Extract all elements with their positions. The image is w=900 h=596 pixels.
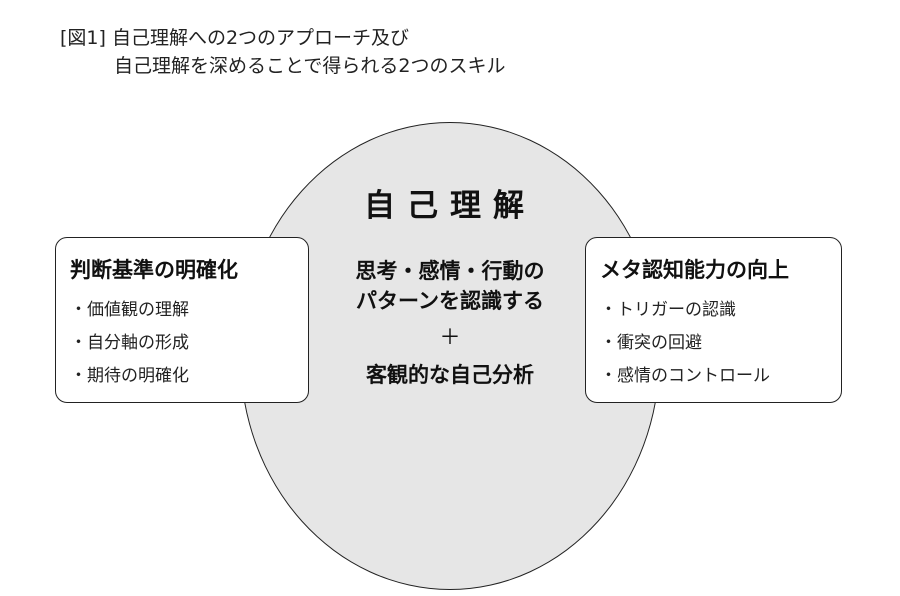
circle-line2: パターンを認識する <box>356 289 544 313</box>
figure-title-line2: 自己理解を深めることで得られる2つのスキル <box>114 55 506 77</box>
left-box-title: 判断基準の明確化 <box>70 258 238 282</box>
right-box-item: ・感情のコントロール <box>600 366 770 386</box>
left-box-item: ・価値観の理解 <box>70 300 189 320</box>
right-box: メタ認知能力の向上 ・トリガーの認識 ・衝突の回避 ・感情のコントロール <box>585 237 842 403</box>
circle-line3: 客観的な自己分析 <box>366 363 534 387</box>
circle-line1: 思考・感情・行動の <box>355 259 545 283</box>
circle-heading: 自己理解 <box>364 188 536 224</box>
right-box-item: ・衝突の回避 <box>600 333 702 353</box>
left-box-item: ・自分軸の形成 <box>70 333 189 353</box>
left-box: 判断基準の明確化 ・価値観の理解 ・自分軸の形成 ・期待の明確化 <box>55 237 309 403</box>
right-box-title: メタ認知能力の向上 <box>600 258 789 282</box>
plus-sign: ＋ <box>439 325 461 349</box>
left-box-item: ・期待の明確化 <box>70 366 189 386</box>
right-box-item: ・トリガーの認識 <box>600 300 736 320</box>
figure-title-line1: [図1] 自己理解への2つのアプローチ及び <box>60 27 410 49</box>
figure-title: [図1] 自己理解への2つのアプローチ及び 自己理解を深めることで得られる2つの… <box>60 24 506 80</box>
